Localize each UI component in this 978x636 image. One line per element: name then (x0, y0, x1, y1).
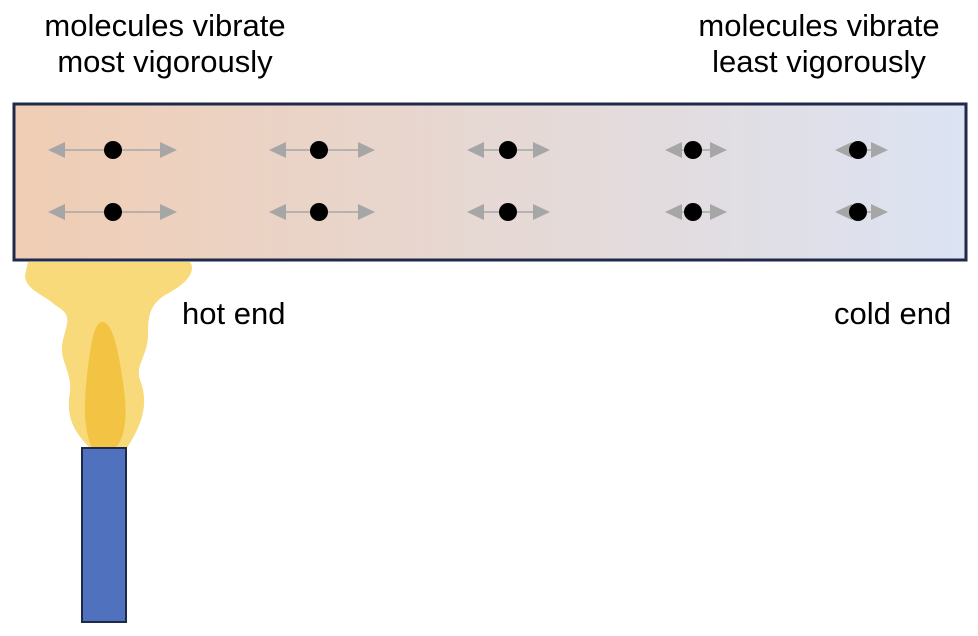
molecule-dot (849, 141, 867, 159)
molecules (48, 141, 888, 221)
arrow-left-icon (665, 204, 682, 220)
cold-side-caption: molecules vibrate least vigorously (664, 8, 974, 80)
metal-bar (12, 102, 968, 262)
vibrating-molecule (665, 203, 727, 221)
arrow-right-icon (358, 142, 375, 158)
molecule-dot (310, 203, 328, 221)
arrow-left-icon (269, 142, 286, 158)
molecule-dot (499, 141, 517, 159)
arrow-left-icon (48, 142, 65, 158)
arrow-left-icon (835, 204, 852, 220)
molecule-dot (684, 141, 702, 159)
vibrating-molecule (835, 203, 888, 221)
burner (81, 447, 127, 623)
arrow-left-icon (48, 204, 65, 220)
cold-caption-line1: molecules vibrate (698, 8, 940, 43)
arrow-left-icon (467, 142, 484, 158)
cold-caption-line2: least vigorously (712, 44, 926, 79)
molecule-dot (499, 203, 517, 221)
molecule-dot (684, 203, 702, 221)
hot-end-label: hot end (182, 296, 286, 331)
arrow-left-icon (467, 204, 484, 220)
arrow-right-icon (358, 204, 375, 220)
arrow-right-icon (533, 142, 550, 158)
cold-end-label: cold end (834, 296, 952, 331)
arrow-right-icon (710, 142, 727, 158)
vibrating-molecule (48, 141, 177, 159)
hot-caption-line1: molecules vibrate (44, 8, 286, 43)
vibrating-molecule (467, 141, 550, 159)
flame-inner (84, 322, 126, 448)
vibrating-molecule (835, 141, 888, 159)
molecule-dot (849, 203, 867, 221)
molecule-dot (104, 203, 122, 221)
arrow-right-icon (871, 204, 888, 220)
arrow-right-icon (160, 142, 177, 158)
vibrating-molecule (269, 203, 375, 221)
hot-caption-line2: most vigorously (57, 44, 273, 79)
molecule-dot (104, 141, 122, 159)
hot-side-caption: molecules vibrate most vigorously (10, 8, 320, 80)
arrow-left-icon (269, 204, 286, 220)
arrow-left-icon (665, 142, 682, 158)
arrow-right-icon (710, 204, 727, 220)
arrow-left-icon (835, 142, 852, 158)
arrow-right-icon (533, 204, 550, 220)
vibrating-molecule (467, 203, 550, 221)
arrow-right-icon (871, 142, 888, 158)
molecule-dot (310, 141, 328, 159)
vibrating-molecule (665, 141, 727, 159)
vibrating-molecule (269, 141, 375, 159)
arrow-right-icon (160, 204, 177, 220)
vibrating-molecule (48, 203, 177, 221)
